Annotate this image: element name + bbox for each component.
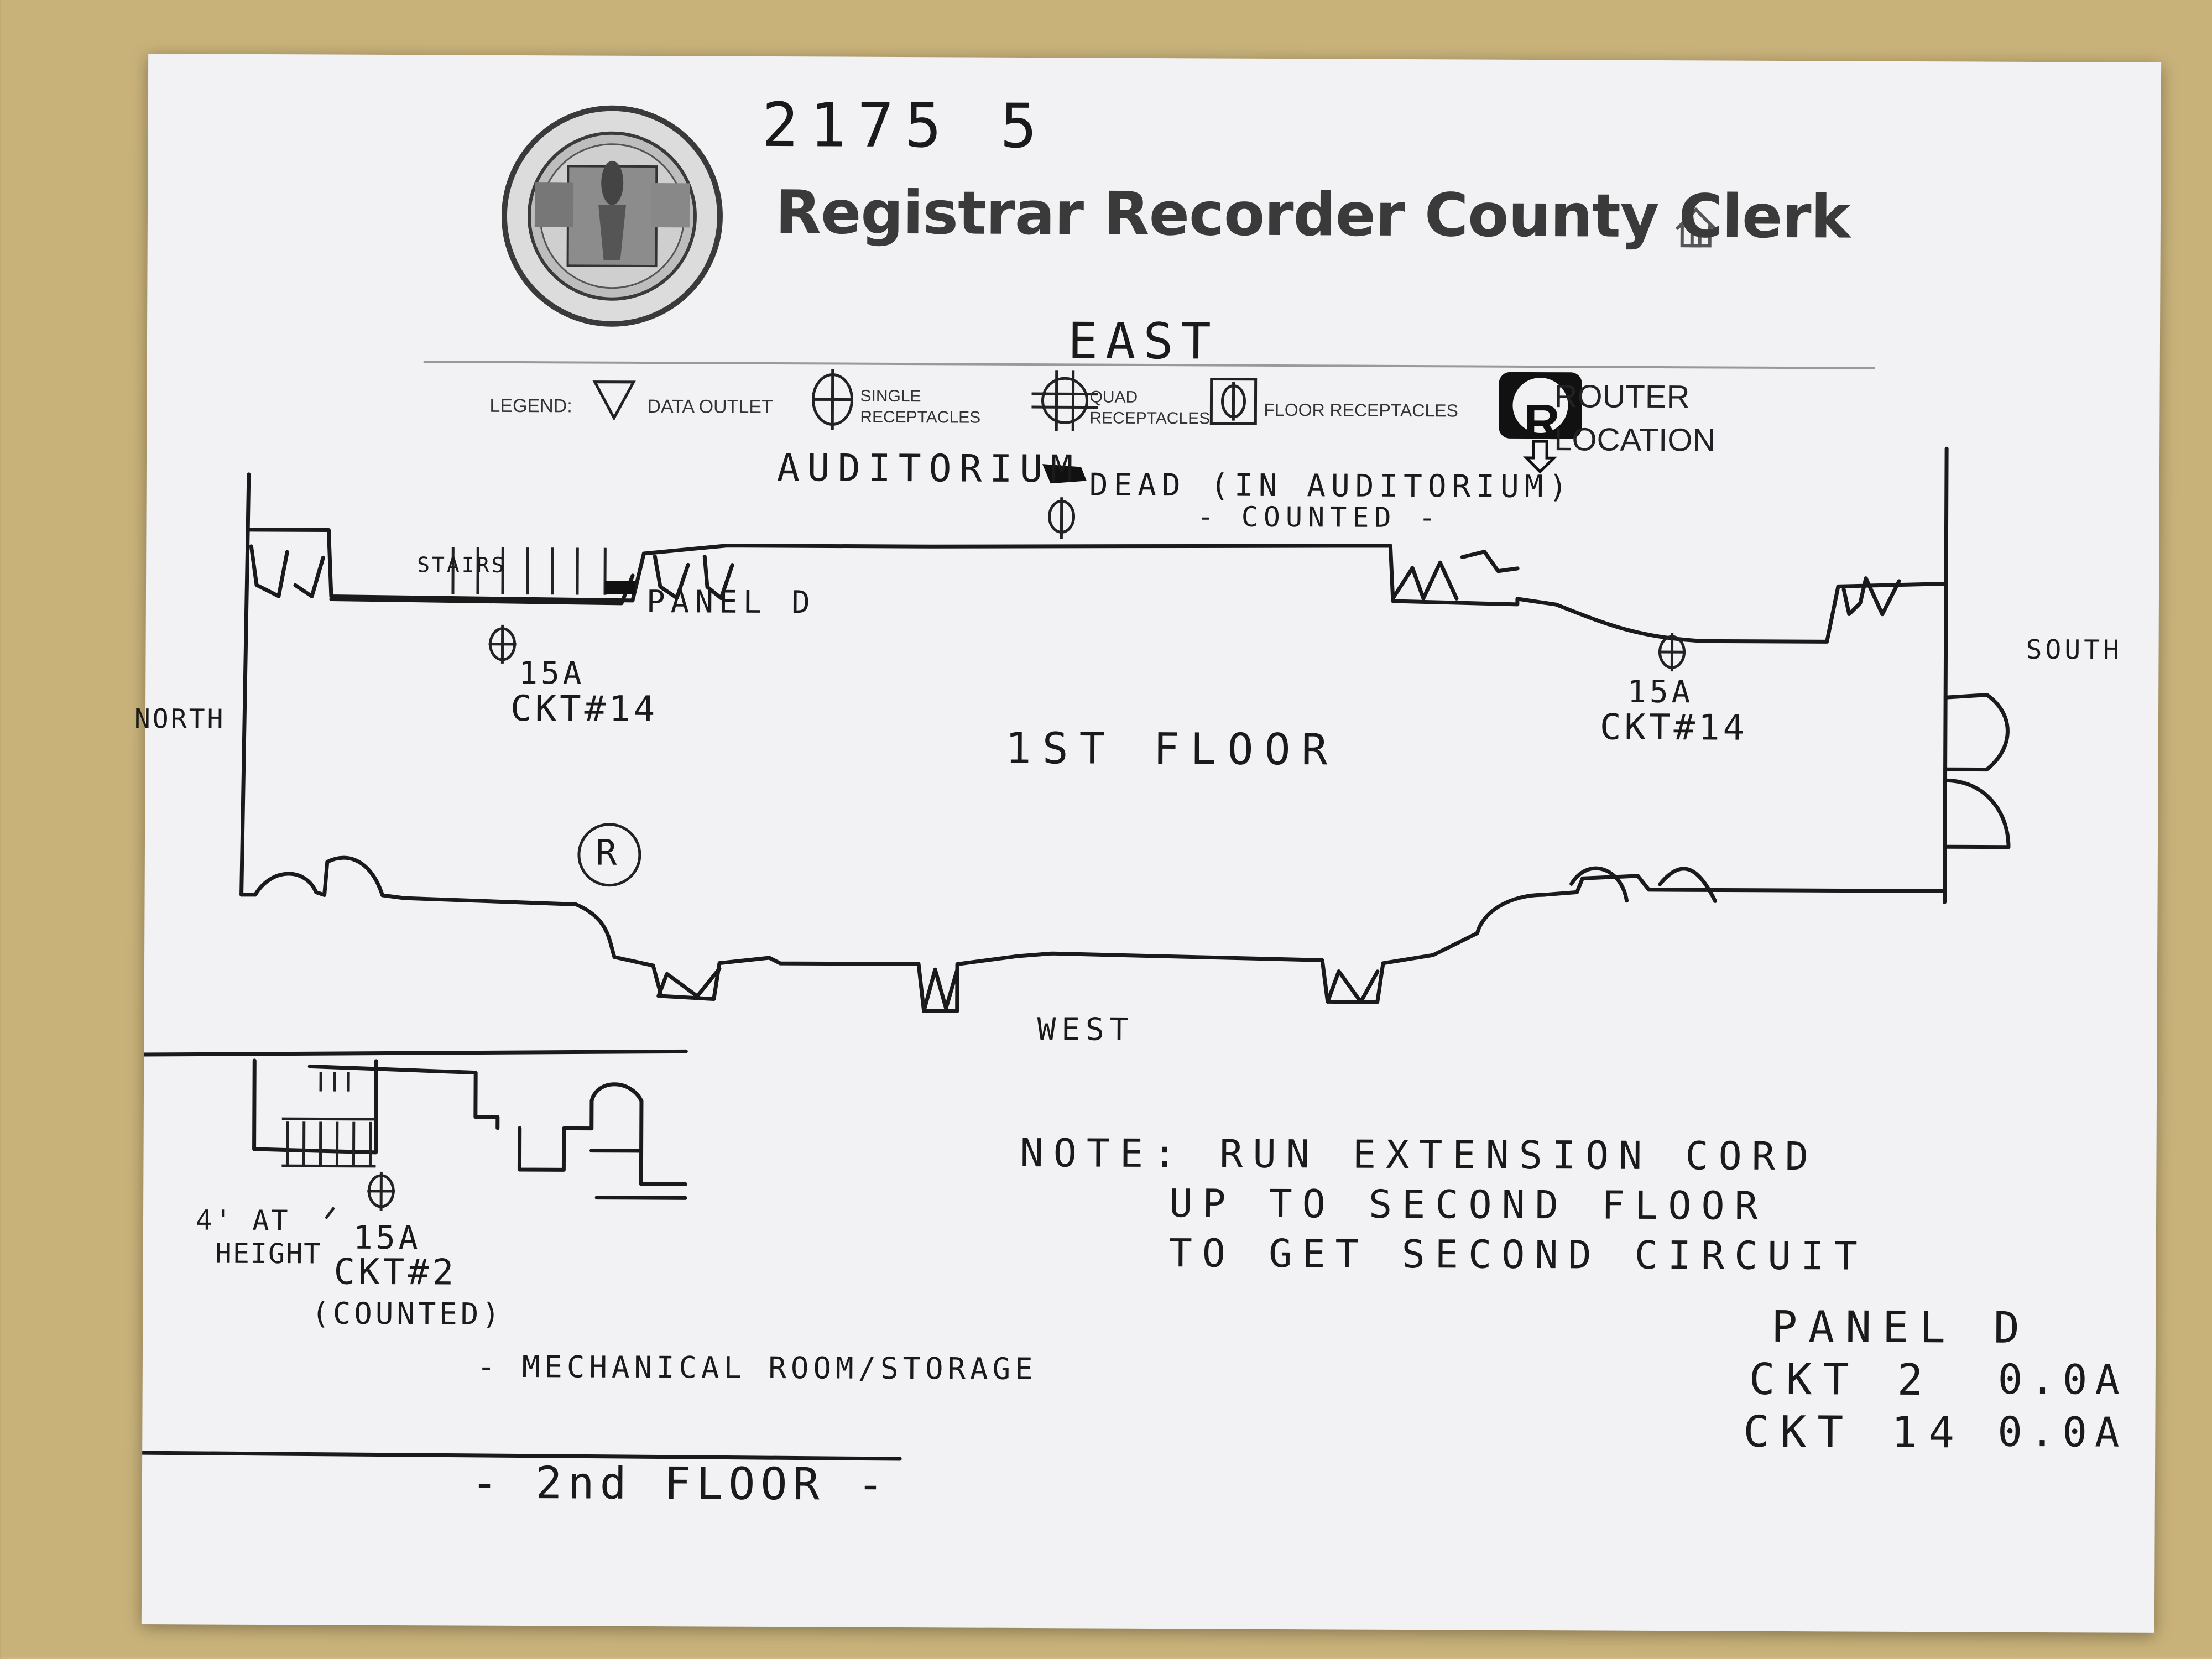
single-receptacle-right — [1658, 633, 1686, 672]
single-receptacle-2nd-floor — [325, 1171, 395, 1220]
quad-receptacle-icon — [1031, 370, 1098, 431]
stairs — [451, 547, 607, 595]
data-outlet-icon — [592, 380, 636, 421]
single-receptacle-dead — [1042, 464, 1087, 539]
panel-row-ckt: CKT 14 — [1743, 1407, 1966, 1458]
auditorium-label: AUDITORIUM — [776, 446, 1081, 492]
legend-label: LEGEND: — [489, 395, 572, 417]
outlet-2nd-ckt: CKT#2 — [333, 1251, 457, 1293]
floor-plan-sheet: 2175 5 Registrar Recorder County Clerk E… — [134, 54, 2162, 1633]
router-location-label: R — [595, 832, 617, 874]
stairs-2nd-floor — [281, 1072, 376, 1168]
first-floor-label: 1ST FLOOR — [1005, 723, 1339, 775]
outlet-left-ckt: CKT#14 — [510, 688, 659, 731]
west-label: WEST — [1037, 1011, 1134, 1048]
router-location-marker — [577, 823, 641, 887]
mechanical-room-label: - MECHANICAL ROOM/STORAGE — [477, 1349, 1037, 1387]
legend-router-glyph: R — [1524, 394, 1560, 451]
panel-row-amps: 0.0A — [1997, 1408, 2127, 1457]
single-receptacle-icon — [811, 369, 853, 430]
floor-plan-drawing — [141, 105, 2011, 1461]
page-title: Registrar Recorder County Clerk — [775, 178, 1850, 252]
orientation-east: EAST — [1067, 312, 1219, 371]
router-icon — [1499, 372, 1582, 474]
note-line1: NOTE: RUN EXTENSION CORD — [1020, 1130, 1819, 1180]
dead-note: DEAD (IN AUDITORIUM) — [1089, 467, 1573, 505]
panel-label: PANEL D — [646, 584, 816, 621]
outlet-2nd-amps: 15A — [353, 1218, 421, 1257]
panel-row-ckt: CKT 2 — [1749, 1354, 1934, 1406]
outlet-right-ckt: CKT#14 — [1599, 707, 1748, 749]
home-icon — [1675, 207, 1717, 248]
legend-data-outlet-label: DATA OUTLET — [647, 396, 773, 418]
outlet-left-amps: 15A — [519, 655, 585, 692]
county-seal — [501, 105, 723, 327]
outlet-2nd-counted: (COUNTED) — [311, 1296, 504, 1332]
height-note-line2: HEIGHT — [215, 1237, 322, 1270]
stairs-label: STAIRS — [417, 552, 507, 577]
counted-note: - COUNTED - — [1197, 500, 1441, 534]
note-line2: UP TO SECOND FLOOR — [1168, 1181, 1768, 1229]
outlet-right-amps: 15A — [1627, 674, 1694, 711]
floor-receptacle-icon — [1209, 377, 1258, 425]
legend-quad-receptacle-label: QUAD RECEPTACLES — [1089, 388, 1211, 428]
panel-row-amps: 0.0A — [1997, 1355, 2128, 1404]
height-note-line1: 4' AT — [195, 1204, 290, 1237]
single-receptacle-left — [488, 624, 517, 664]
north-label: NORTH — [134, 703, 226, 735]
second-floor-label: - 2nd FLOOR - — [471, 1457, 890, 1510]
panel-table-title: PANEL D — [1771, 1302, 2031, 1353]
note-line3: TO GET SECOND CIRCUIT — [1168, 1230, 1867, 1279]
legend-router-label: ROUTER LOCATION — [1554, 378, 1716, 458]
form-number: 2175 5 — [761, 89, 1048, 162]
south-label: SOUTH — [2026, 634, 2123, 666]
legend-floor-receptacle-label: FLOOR RECEPTACLES — [1264, 399, 1458, 421]
legend-single-receptacle-label: SINGLE RECEPTACLES — [860, 387, 981, 427]
